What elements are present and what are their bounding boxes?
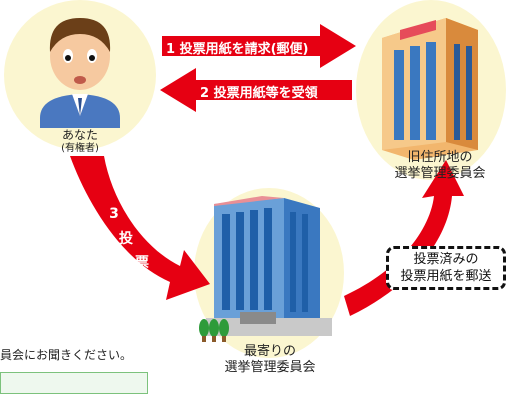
step3-char2: 票	[135, 255, 149, 271]
near-office-line2: 選挙管理委員会	[224, 360, 316, 375]
old-building-icon	[382, 18, 478, 160]
old-office-line2: 選挙管理委員会	[394, 166, 486, 181]
mail-box-line2: 投票用紙を郵送	[400, 268, 492, 284]
arrow-step4	[344, 160, 464, 316]
arrow-step2	[160, 68, 352, 112]
step1-label: 1 投票用紙を請求(郵便)	[166, 42, 309, 57]
arrow-step1	[162, 24, 356, 68]
step2-label: 2 投票用紙等を受領	[200, 86, 318, 101]
you-name-label: あなた	[61, 128, 98, 142]
step3-number: 3	[109, 206, 119, 222]
tree-icon	[199, 319, 229, 342]
flow-diagram	[40, 18, 478, 342]
old-office-line1: 旧住所地の	[407, 150, 473, 165]
note-box	[0, 372, 148, 394]
near-office-line1: 最寄りの	[243, 344, 296, 359]
mail-voted-ballot-box: 投票済みの 投票用紙を郵送	[386, 246, 506, 290]
near-building-icon	[206, 196, 332, 336]
inquiry-note: 員会にお聞きください。	[0, 348, 133, 362]
step3-char1: 投	[119, 231, 133, 247]
arrow-step3	[70, 156, 210, 300]
person-icon	[40, 18, 120, 128]
mail-box-line1: 投票済みの	[413, 252, 479, 267]
you-role-label: (有権者)	[61, 143, 99, 154]
